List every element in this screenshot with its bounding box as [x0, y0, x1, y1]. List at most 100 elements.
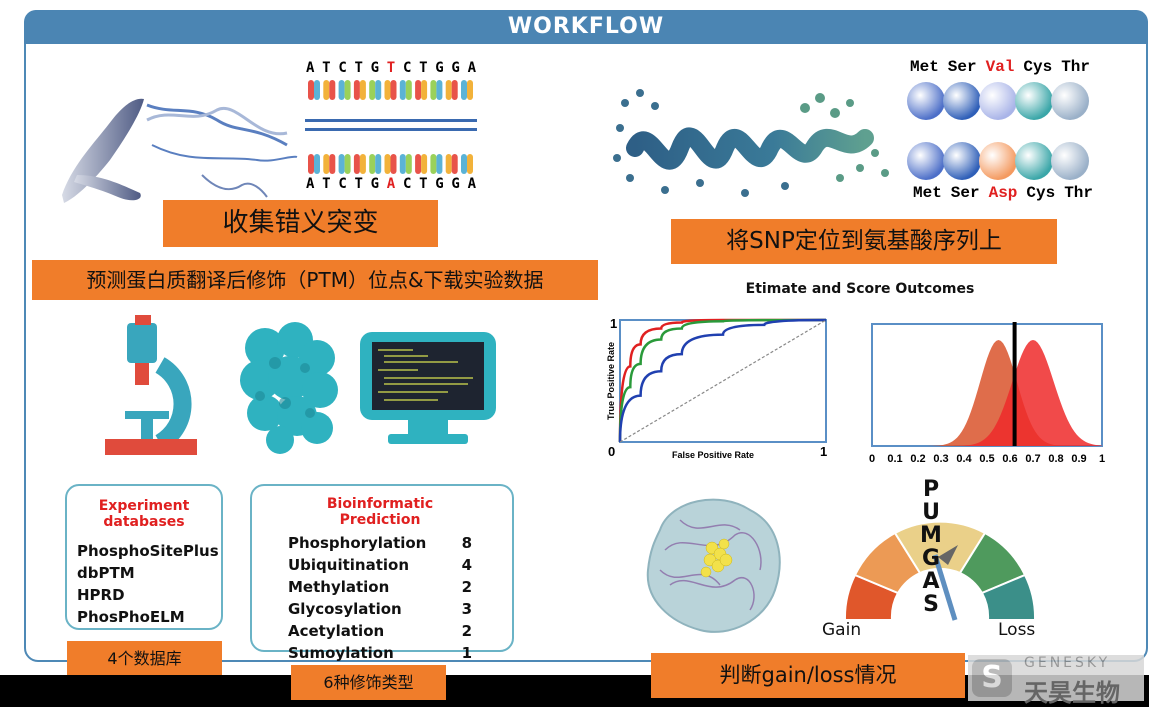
ptm-count-label: 6种修饰类型: [291, 665, 446, 700]
ptm-row: Ubiquitination 4: [288, 554, 472, 576]
dna-bottom-bars: [308, 154, 473, 174]
dna-bar: [384, 154, 391, 174]
chromosome-illustration: [62, 98, 298, 203]
distribution-x-tick: 0.1: [887, 453, 902, 465]
distribution-curve: [872, 340, 1102, 446]
logo-text-en: GENESKY: [1024, 655, 1111, 671]
experiment-db-item: HPRD: [77, 586, 125, 604]
ptm-name: Ubiquitination: [288, 556, 410, 574]
dna-bar: [375, 80, 382, 100]
amino-acid-label: Met: [913, 184, 942, 202]
experiment-db-item: PhosphoSitePlus: [77, 542, 219, 560]
dna-bar: [344, 154, 351, 174]
dna-bar: [467, 154, 473, 174]
dna-bar: [415, 80, 422, 100]
gauge-letter: P: [922, 477, 940, 502]
experiment-databases-box: Experiment databases PhosphoSitePlus dbPT…: [65, 484, 223, 630]
dna-base: C: [338, 60, 347, 76]
amino-acid-label: Cys: [1026, 184, 1056, 202]
dna-bar: [405, 154, 412, 174]
logo-text-cn: 天昊生物: [1024, 679, 1120, 707]
roc-curve: [619, 319, 827, 443]
collect-label: 收集错义突变: [163, 200, 438, 247]
dna-bar: [344, 80, 351, 100]
ptm-count: 3: [461, 600, 472, 618]
amino-acid-label: Thr: [1064, 184, 1093, 202]
dna-bar: [329, 154, 336, 174]
ptm-name: Glycosylation: [288, 600, 402, 618]
amino-acid-label: Ser: [947, 58, 977, 76]
dna-base: G: [435, 176, 444, 192]
computer-monitor-icon: [360, 332, 496, 444]
ptm-name: Acetylation: [288, 622, 385, 640]
amino-acid-label: Cys: [1023, 58, 1053, 76]
gauge-letter: U: [922, 500, 940, 525]
genesky-logo: S GENESKY 天昊生物: [968, 655, 1144, 707]
distribution-x-tick: 0.2: [910, 453, 925, 465]
dna-base: T: [322, 60, 331, 76]
dna-bar: [369, 154, 376, 174]
distribution-x-tick: 1: [1099, 453, 1105, 465]
bioinformatic-title: Bioinformatic Prediction: [326, 496, 434, 528]
ptm-name: Sumoylation: [288, 644, 394, 662]
amino-acid-label: Thr: [1061, 58, 1090, 76]
logo-mark-icon: S: [972, 659, 1012, 697]
db-count-label: 4个数据库: [67, 641, 222, 676]
dna-base: A: [467, 176, 476, 192]
ptm-name: Phosphorylation: [288, 534, 427, 552]
dna-base: A: [306, 60, 315, 76]
roc-y-tick: 1: [610, 316, 617, 331]
dna-bar: [421, 154, 428, 174]
dna-bar: [375, 154, 382, 174]
amino-acid-label: Val: [985, 58, 1015, 76]
dna-base: C: [402, 60, 412, 76]
dna-bar: [359, 154, 366, 174]
distribution-x-tick: 0.5: [979, 453, 994, 465]
roc-x-label: False Positive Rate: [672, 450, 754, 460]
distribution-x-tick: 0: [869, 453, 875, 465]
amino-acid-ball: [979, 82, 1017, 120]
dna-base: A: [386, 176, 396, 192]
amino-acid-ball: [943, 82, 981, 120]
ptm-count: 4: [461, 556, 472, 574]
dna-bar: [430, 154, 437, 174]
dna-bar: [467, 80, 473, 100]
gauge-gain-label: Gain: [822, 620, 862, 640]
dna-base: G: [435, 60, 444, 76]
distribution-x-tick: 0.6: [1002, 453, 1017, 465]
dna-bar: [405, 80, 412, 100]
map-snp-label: 将SNP定位到氨基酸序列上: [671, 219, 1057, 264]
amino-acid-ball: [943, 142, 981, 180]
experiment-db-item: dbPTM: [77, 564, 135, 582]
ptm-count: 2: [461, 622, 472, 640]
dna-bar: [445, 80, 452, 100]
amino-acid-ball: [1051, 82, 1089, 120]
dna-bar: [323, 80, 330, 100]
protein-helix-illustration: [613, 89, 889, 197]
dna-divider: [305, 128, 477, 131]
distribution-x-tick: 0.9: [1071, 453, 1086, 465]
dna-bar: [338, 80, 345, 100]
experiment-db-item: PhosPhoELM: [77, 608, 185, 626]
dna-bar: [445, 154, 452, 174]
dna-bar: [359, 80, 366, 100]
amino-acid-label: Ser: [950, 184, 980, 202]
dna-bar: [323, 154, 330, 174]
dna-base: T: [386, 60, 396, 76]
dna-base: G: [451, 176, 460, 192]
charts-title: Etimate and Score Outcomes: [745, 281, 975, 297]
pumgas-gauge: [843, 520, 1037, 621]
dna-base: G: [370, 60, 380, 76]
protein-surface-icon: [240, 322, 338, 454]
distribution-curve: [872, 340, 1102, 446]
amino-acid-top-balls: [907, 82, 1089, 120]
gauge-loss-label: Loss: [998, 620, 1036, 640]
dna-bar: [436, 80, 443, 100]
experiment-databases-title: Experiment databases: [98, 498, 190, 530]
